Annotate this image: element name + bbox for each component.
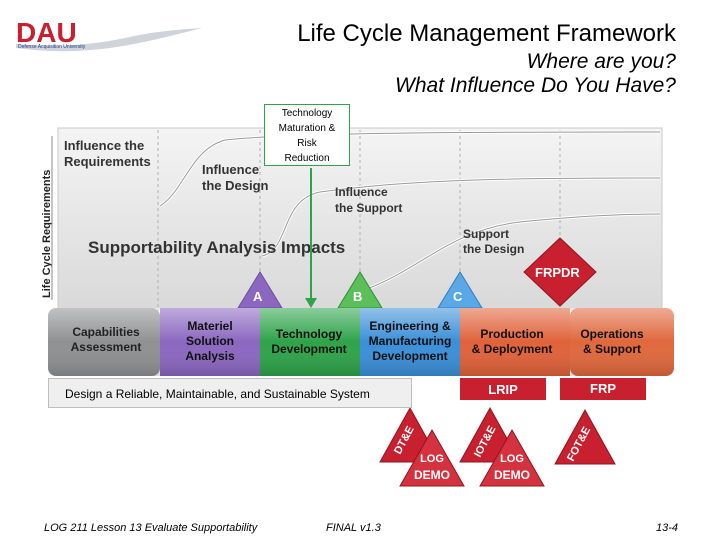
phase-materiel-3: Analysis — [185, 349, 235, 363]
logo-text: DAU — [16, 17, 77, 48]
milestone-b-label: B — [353, 289, 362, 304]
log-demo-1-triangle: LOG DEMO — [399, 428, 465, 487]
phase-production-2: & Deployment — [472, 342, 553, 356]
phase-capabilities-2: Assessment — [71, 340, 142, 354]
design-system-box: Design a Reliable, Maintainable, and Sus… — [48, 378, 412, 408]
log-demo-2-triangle: LOG DEMO — [479, 428, 545, 487]
phase-capabilities-1: Capabilities — [72, 325, 140, 339]
label-influence-design-1: Influence — [202, 162, 259, 177]
log-demo-1-line1: LOG — [420, 453, 444, 465]
supportability-impacts-title: Supportability Analysis Impacts — [88, 238, 345, 257]
label-support-design-1: Support — [463, 227, 509, 241]
page-subtitle-2: What Influence Do You Have? — [395, 74, 676, 97]
milestone-a-label: A — [253, 289, 263, 304]
footer-version: FINAL v1.3 — [326, 522, 381, 534]
tech-callout-line4: Reduction — [284, 153, 330, 164]
phase-emd-1: Engineering & — [369, 319, 451, 333]
logo-subtitle: Defense Acquisition University — [18, 44, 86, 50]
log-demo-1-line2: DEMO — [414, 468, 450, 482]
phase-emd-2: Manufacturing — [369, 334, 452, 348]
phase-operations-2: & Support — [583, 342, 641, 356]
fote-triangle: FOT&E — [554, 408, 616, 465]
log-demo-2-line2: DEMO — [494, 468, 530, 482]
label-influence-requirements-2: Requirements — [64, 154, 151, 169]
tech-callout-line1: Technology — [281, 108, 333, 119]
milestone-frpdr-label: FRPDR — [535, 265, 580, 280]
frp-box: FRP — [560, 378, 646, 400]
label-influence-support-2: the Support — [335, 201, 402, 215]
label-support-design-2: the Design — [463, 242, 524, 256]
milestone-c-label: C — [453, 289, 463, 304]
page-subtitle-1: Where are you? — [526, 50, 676, 73]
phase-materiel-2: Solution — [186, 334, 234, 348]
phase-production-1: Production — [480, 327, 543, 341]
tech-callout-line2: Maturation & — [278, 123, 336, 134]
footer-page-number: 13-4 — [655, 522, 678, 534]
phase-materiel-1: Materiel — [187, 319, 232, 333]
milestone-frpdr: FRPDR — [523, 237, 597, 307]
phase-bar — [48, 308, 674, 376]
dau-logo: DAU — [16, 17, 202, 52]
page-title: Life Cycle Management Framework — [297, 20, 676, 47]
phase-tech-dev-2: Development — [271, 342, 346, 356]
lrip-box: LRIP — [460, 378, 546, 400]
phase-operations-1: Operations — [580, 327, 644, 341]
label-influence-support-1: Influence — [335, 185, 388, 199]
frp-label: FRP — [590, 381, 616, 396]
label-influence-requirements-1: Influence the — [64, 138, 144, 153]
label-influence-design-2: the Design — [202, 178, 269, 193]
axis-label-life-cycle: Life Cycle Requirements — [41, 170, 53, 298]
log-demo-2-line1: LOG — [500, 453, 524, 465]
footer-course: LOG 211 Lesson 13 Evaluate Supportabilit… — [44, 522, 258, 534]
tech-maturation-callout: Technology Maturation & Risk Reduction — [264, 104, 350, 166]
phase-emd-3: Development — [372, 349, 447, 363]
tech-callout-line3: Risk — [297, 138, 317, 149]
lrip-label: LRIP — [488, 382, 518, 397]
phase-tech-dev-1: Technology — [276, 327, 343, 341]
